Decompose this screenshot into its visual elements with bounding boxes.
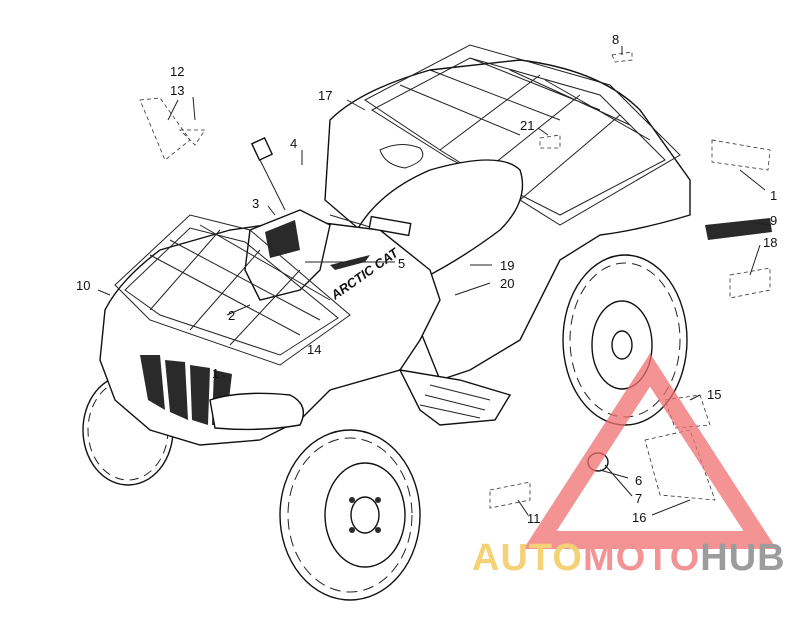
decal-18 [729, 267, 771, 299]
watermark-triangle-icon [523, 353, 777, 549]
callout-2: 2 [228, 308, 235, 323]
leader-lines [97, 46, 771, 516]
decal-16 [644, 429, 716, 501]
callout-11: 11 [527, 511, 541, 526]
callout-18: 18 [763, 235, 777, 250]
decal-21 [539, 134, 561, 149]
svg-text:AUTOMOTOHUB: AUTOMOTOHUB [472, 537, 786, 579]
watermark: AUTOMOTOHUB [472, 353, 786, 579]
callout-21: 21 [520, 118, 534, 133]
decal-12 [139, 97, 191, 161]
callout-12: 12 [170, 64, 184, 79]
callout-5: 5 [398, 256, 405, 271]
front-rack [114, 214, 351, 366]
footwell [398, 369, 512, 426]
decal-11 [489, 481, 531, 509]
callout-14: 14 [307, 342, 321, 357]
callout-1-rear: 1 [770, 188, 777, 203]
callout-8: 8 [612, 32, 619, 47]
watermark-auto: AUTO [472, 537, 583, 579]
decal-8 [611, 51, 633, 63]
callout-20: 20 [500, 276, 514, 291]
callout-9: 9 [770, 213, 777, 228]
callout-16: 16 [632, 510, 646, 525]
callout-13: 13 [170, 83, 184, 98]
headlight [209, 392, 304, 431]
handlebar [250, 136, 412, 237]
rear-rack [364, 44, 681, 226]
decal-1-rear [711, 139, 771, 171]
callout-15: 15 [707, 387, 721, 402]
decal-13 [179, 129, 206, 146]
callout-4: 4 [290, 136, 297, 151]
watermark-moto: MOTO [583, 537, 700, 579]
watermark-hub: HUB [700, 537, 785, 579]
decal-9 [705, 218, 772, 240]
callout-7: 7 [635, 491, 642, 506]
callout-10: 10 [76, 278, 90, 293]
callout-17: 17 [318, 88, 332, 103]
front-right-wheel [279, 429, 421, 601]
callout-3: 3 [252, 196, 259, 211]
callout-labels: 12 13 17 8 4 3 21 1 9 18 10 5 19 20 2 14… [76, 32, 777, 526]
callout-6: 6 [635, 473, 642, 488]
callout-19: 19 [500, 258, 514, 273]
callout-1-front: 1 [212, 366, 219, 381]
